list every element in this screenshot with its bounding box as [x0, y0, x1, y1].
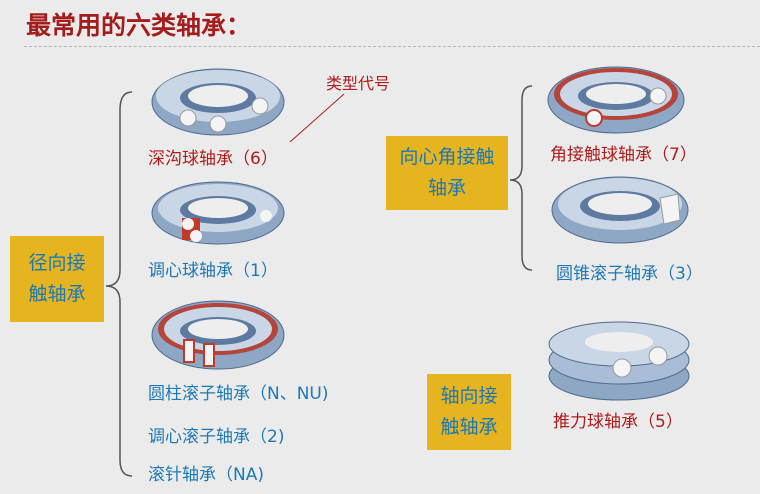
thrust-ball-bearing-image: [548, 321, 690, 401]
tapered-roller-bearing-image: [551, 176, 689, 244]
divider: [24, 46, 760, 47]
bearing-label-thrust-ball: 推力球轴承（5）: [553, 412, 683, 432]
angular-contact-group-box: 向心角接触 轴承: [386, 136, 508, 210]
bearing-label-deep-groove: 深沟球轴承（6）: [148, 149, 278, 169]
cylindrical-roller-bearing-image: [151, 300, 285, 370]
group-line: 轴承: [427, 177, 466, 199]
bearing-label-self-aligning-ball: 调心球轴承（1）: [148, 261, 278, 281]
group-line: 轴向接: [440, 385, 498, 407]
bearing-label-angular-contact-ball: 角接触球轴承（7）: [550, 145, 697, 165]
group-line: 径向接: [28, 252, 86, 274]
annotation-pointer-line: [289, 93, 345, 143]
group-line: 向心角接触: [399, 146, 495, 168]
bearing-label-spherical-roller: 调心滚子轴承（2): [148, 427, 285, 447]
self-aligning-ball-bearing-image: [151, 181, 285, 245]
deep-groove-ball-bearing-image: [151, 68, 285, 136]
bearing-label-tapered-roller: 圆锥滚子轴承（3）: [556, 264, 703, 284]
group-line: 触轴承: [28, 283, 86, 305]
right-brace: [509, 85, 533, 271]
group-line: 触轴承: [440, 416, 498, 438]
radial-contact-group-box: 径向接 触轴承: [10, 236, 104, 322]
bearing-label-needle-roller: 滚针轴承（NA): [148, 465, 264, 485]
left-brace: [105, 91, 133, 477]
angular-contact-ball-bearing-image: [547, 66, 685, 134]
slide-title: 最常用的六类轴承：: [26, 11, 252, 40]
bearing-label-cylindrical-roller: 圆柱滚子轴承（N、NU): [148, 384, 329, 404]
type-code-annotation: 类型代号: [326, 74, 391, 93]
axial-contact-group-box: 轴向接 触轴承: [427, 374, 511, 450]
